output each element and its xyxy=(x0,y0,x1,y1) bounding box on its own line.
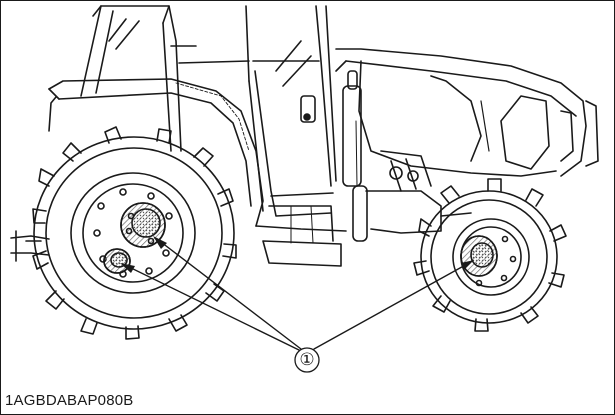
chassis xyxy=(255,150,472,267)
loader-cylinder xyxy=(342,70,368,242)
cab xyxy=(80,5,337,217)
drawbar xyxy=(10,230,50,262)
front-tire xyxy=(413,178,567,332)
callout-number: ① xyxy=(299,350,315,370)
hood xyxy=(335,48,599,177)
figure-code: 1AGBDABAP080B xyxy=(5,392,134,409)
rear-hub xyxy=(120,202,166,248)
front-hub xyxy=(460,235,498,277)
leader-lines xyxy=(124,238,470,352)
callout-circle xyxy=(294,347,320,373)
rear-lower-hub xyxy=(103,248,131,274)
rear-fender xyxy=(48,78,264,227)
leader-arrowheads xyxy=(120,236,474,273)
rear-tire xyxy=(32,126,237,340)
